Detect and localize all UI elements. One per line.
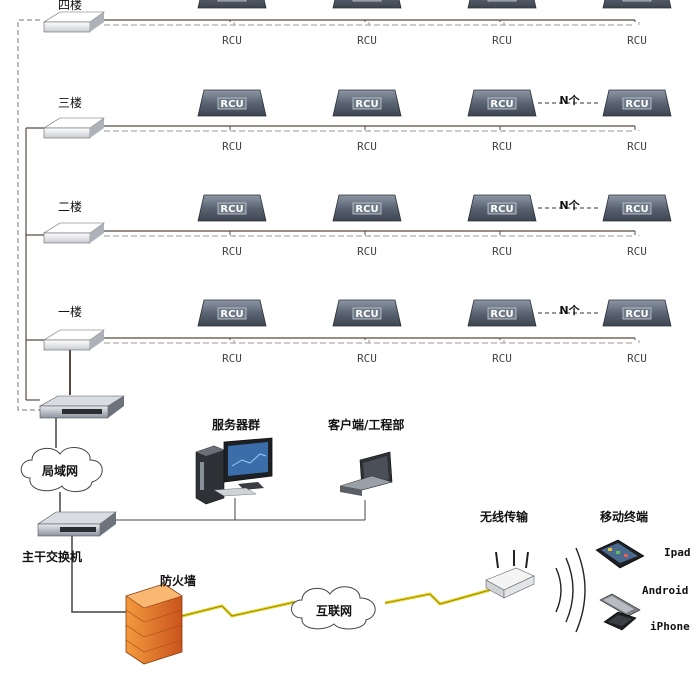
floor-switch-side: [90, 223, 104, 243]
rcu-caption: RCU: [357, 34, 377, 47]
floor-row: RCU RCU RCU RCU: [42, 299, 672, 351]
rcu-face: [487, 97, 517, 110]
count-label: N个: [559, 304, 580, 317]
floor-name: 一楼: [58, 305, 83, 319]
floor-row: RCU RCU RCU RCU: [42, 194, 672, 244]
count-label: N个: [559, 94, 580, 107]
device-label-ipad: Ipad: [664, 546, 691, 559]
internet-label: 互联网: [315, 604, 353, 618]
rcu-face: [487, 307, 517, 320]
tablet-icon: [595, 539, 645, 569]
rcu-unit-label: RCU: [490, 204, 513, 215]
wireless-label: 无线传输: [480, 510, 529, 524]
floor-switch-side: [90, 118, 104, 138]
iphone-icon: [603, 611, 637, 631]
floor-name: 三楼: [58, 96, 83, 110]
rcu-caption: RCU: [222, 245, 242, 258]
rcu-unit-label: RCU: [625, 99, 648, 110]
floor-row: RCU RCU RCU RCU: [42, 89, 672, 139]
server-group-label: 服务器群: [212, 418, 261, 432]
rcu-face: [352, 0, 382, 2]
core-wiring: [55, 350, 366, 613]
rcu-face: [352, 97, 382, 110]
internet-cloud-icon: [291, 586, 376, 630]
floor-switch-front: [43, 339, 91, 351]
device-label-iphone: iPhone: [650, 620, 690, 633]
android-phone-icon: [599, 593, 641, 617]
rcu-caption: RCU: [357, 352, 377, 365]
floor-switch-front: [43, 232, 91, 244]
rcu-unit-icon: [332, 0, 402, 9]
left-riser: [17, 19, 44, 411]
client-label: 客户端/工程部: [328, 418, 405, 432]
rcu-unit-label: RCU: [625, 0, 648, 2]
rcu-caption: RCU: [222, 140, 242, 153]
firewall-label: 防火墙: [160, 574, 197, 588]
rcu-unit-icon: [197, 0, 267, 9]
rcu-caption: RCU: [357, 245, 377, 258]
wifi-waves-icon: [555, 547, 586, 633]
floor-aggregation-switch-icon: [38, 395, 126, 419]
rcu-face: [622, 202, 652, 215]
rcu-caption: RCU: [222, 34, 242, 47]
core-switch-icon: [37, 511, 117, 537]
rcu-caption: RCU: [492, 140, 512, 153]
rcu-face: [352, 307, 382, 320]
rcu-unit-label: RCU: [220, 99, 243, 110]
rcu-caption: RCU: [627, 352, 647, 365]
floor-switch-side: [90, 330, 104, 350]
lan-cloud-icon: [20, 446, 103, 492]
rcu-face: [487, 202, 517, 215]
rcu-caption: RCU: [222, 352, 242, 365]
rcu-caption: RCU: [492, 34, 512, 47]
floor-name: 二楼: [58, 200, 83, 214]
wireless-router-icon: [485, 550, 535, 599]
rcu-face: [622, 97, 652, 110]
rcu-unit-label: RCU: [490, 309, 513, 320]
floor-switch-side: [90, 12, 104, 32]
rcu-caption: RCU: [492, 352, 512, 365]
rcu-unit-label: RCU: [220, 204, 243, 215]
count-label: N个: [559, 199, 580, 212]
server-workstation-icon: [195, 437, 273, 505]
rcu-unit-label: RCU: [490, 99, 513, 110]
core-switch-label: 主干交换机: [22, 550, 83, 564]
floor-row: RCU RCU RCU RCU: [42, 0, 672, 33]
lan-label: 局域网: [41, 464, 79, 478]
rcu-face: [622, 307, 652, 320]
rcu-face: [217, 307, 247, 320]
rcu-unit-label: RCU: [220, 309, 243, 320]
rcu-face: [622, 0, 652, 2]
rcu-caption: RCU: [357, 140, 377, 153]
floor-name: 四楼: [58, 0, 83, 12]
firewall-icon: [125, 583, 183, 665]
mobile-label: 移动终端: [600, 510, 649, 524]
rcu-unit-icon: [467, 0, 537, 9]
rcu-unit-label: RCU: [355, 0, 378, 2]
rcu-face: [352, 202, 382, 215]
laptop-icon: [339, 451, 393, 496]
rcu-caption: RCU: [627, 34, 647, 47]
wan-links: [181, 588, 491, 618]
rcu-unit-label: RCU: [355, 99, 378, 110]
rcu-caption: RCU: [492, 245, 512, 258]
rcu-face: [217, 202, 247, 215]
floor-switch-front: [43, 127, 91, 139]
rcu-unit-label: RCU: [355, 309, 378, 320]
rcu-caption: RCU: [627, 140, 647, 153]
rcu-unit-label: RCU: [625, 204, 648, 215]
rcu-caption: RCU: [627, 245, 647, 258]
rcu-unit-icon: [602, 0, 672, 9]
rcu-unit-label: RCU: [625, 309, 648, 320]
rcu-unit-label: RCU: [490, 0, 513, 2]
rcu-face: [217, 0, 247, 2]
rcu-unit-label: RCU: [355, 204, 378, 215]
device-label-android: Android: [642, 584, 689, 597]
rcu-face: [487, 0, 517, 2]
rcu-face: [217, 97, 247, 110]
rcu-unit-label: RCU: [220, 0, 243, 2]
floor-switch-front: [43, 21, 91, 33]
